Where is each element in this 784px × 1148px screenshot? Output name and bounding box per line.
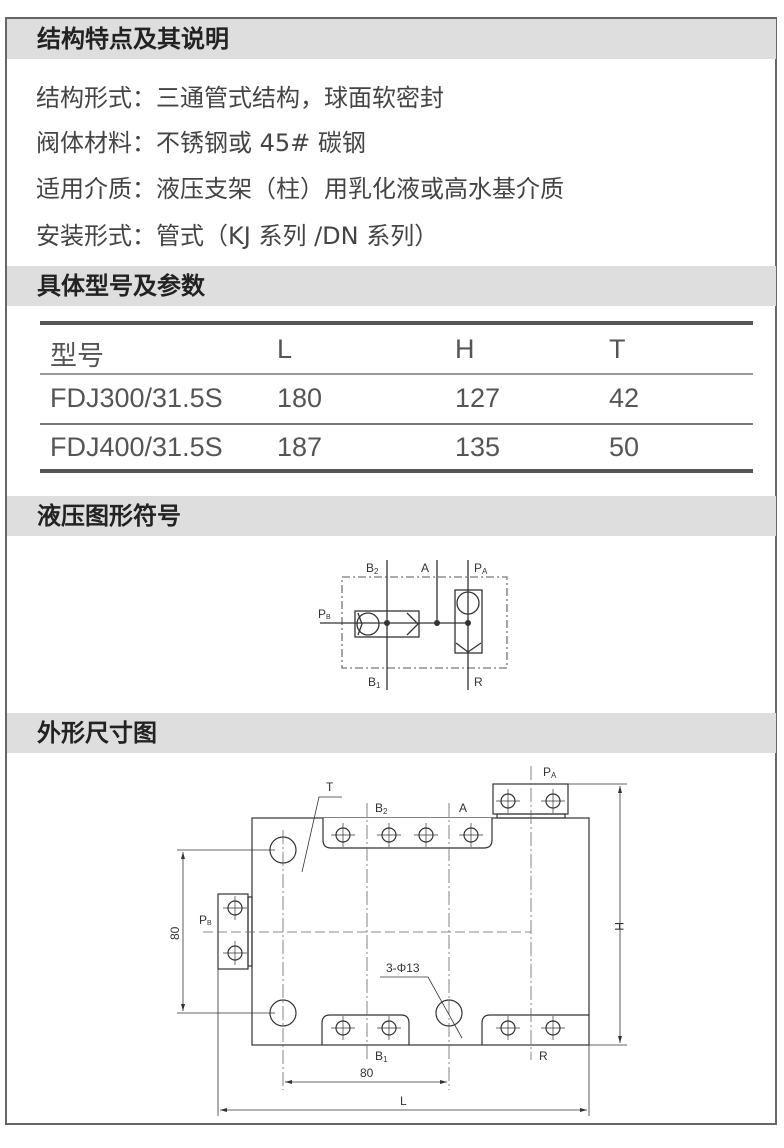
check-valve-b — [354, 610, 420, 638]
label-80-vertical: 80 — [168, 926, 182, 940]
dimension-lines — [177, 783, 627, 1116]
structure-line-medium: 适用介质：液压支架（柱）用乳化液或高水基介质 — [36, 175, 564, 203]
label-pb: PB — [199, 913, 212, 927]
label-b2: B2 — [366, 561, 379, 576]
hydraulic-symbol — [320, 560, 508, 690]
pa-flange — [492, 783, 569, 815]
label-b1: B1 — [375, 1049, 388, 1064]
leader-T — [301, 796, 342, 873]
symbol-labels: B2 A PA PB B1 R — [318, 561, 488, 690]
junction-dot — [465, 620, 471, 626]
col-header-H: H — [455, 334, 475, 364]
label-r: R — [539, 1049, 548, 1063]
bolt-holes — [223, 789, 565, 1040]
top-port-plate — [322, 818, 493, 849]
col-header-model: 型号 — [50, 341, 104, 371]
page-frame — [5, 17, 777, 1125]
table-top-rule — [40, 321, 753, 325]
label-H: H — [612, 922, 626, 931]
pb-flange-base — [247, 896, 253, 967]
label-holes: 3-Φ13 — [386, 961, 420, 975]
arrowheads — [181, 786, 622, 1112]
label-b2: B2 — [375, 801, 388, 816]
pb-flange — [217, 893, 249, 970]
seat-b-left — [357, 612, 363, 636]
center-lines — [203, 766, 532, 1090]
check-valve-a — [454, 589, 483, 654]
label-t: T — [326, 780, 334, 794]
label-pa: PA — [474, 561, 488, 576]
section-header-models: 具体型号及参数 — [7, 266, 776, 306]
cell-L: 187 — [277, 432, 323, 462]
label-80-horizontal: 80 — [360, 1066, 374, 1080]
label-r: R — [474, 675, 483, 689]
junction-dot — [434, 620, 440, 626]
leader-holes — [380, 976, 463, 1039]
col-header-T: T — [609, 334, 626, 364]
cell-H: 127 — [455, 383, 501, 413]
seat-a — [455, 642, 482, 653]
section-header-structure: 结构特点及其说明 — [7, 19, 776, 59]
label-pb: PB — [318, 607, 331, 621]
valve-body — [251, 817, 590, 1046]
section-header-symbol: 液压图形符号 — [7, 496, 776, 536]
table-header-rule — [40, 373, 753, 375]
label-a: A — [421, 561, 429, 575]
ball-b — [356, 612, 380, 636]
label-a: A — [459, 801, 467, 815]
label-b1: B1 — [368, 675, 381, 690]
cell-L: 180 — [277, 383, 323, 413]
ball-a — [456, 591, 480, 615]
dimension-drawing — [177, 766, 627, 1116]
label-L: L — [400, 1094, 407, 1108]
col-header-L: L — [277, 334, 293, 364]
section-header-dimensions: 外形尺寸图 — [7, 713, 776, 753]
table-row-rule — [40, 423, 753, 425]
cell-H: 135 — [455, 432, 501, 462]
cell-model: FDJ300/31.5S — [50, 383, 223, 413]
structure-line-form: 结构形式：三通管式结构，球面软密封 — [36, 84, 444, 112]
structure-line-material: 阀体材料：不锈钢或 45# 碳钢 — [36, 129, 366, 157]
cell-model: FDJ400/31.5S — [50, 432, 223, 462]
dimension-labels: T B2 A PA PB B1 R 3-Φ13 80 L 80 H — [168, 765, 626, 1108]
seat-b-right — [406, 612, 419, 636]
label-pa: PA — [543, 765, 557, 780]
cell-T: 42 — [609, 383, 640, 413]
structure-line-install: 安装形式：管式（KJ 系列 /DN 系列） — [36, 222, 439, 250]
b1-port-plate — [321, 1014, 410, 1045]
junction-dot — [384, 620, 390, 626]
r-port-plate — [481, 1014, 589, 1045]
cell-T: 50 — [609, 432, 640, 462]
table-bottom-rule — [40, 469, 753, 473]
